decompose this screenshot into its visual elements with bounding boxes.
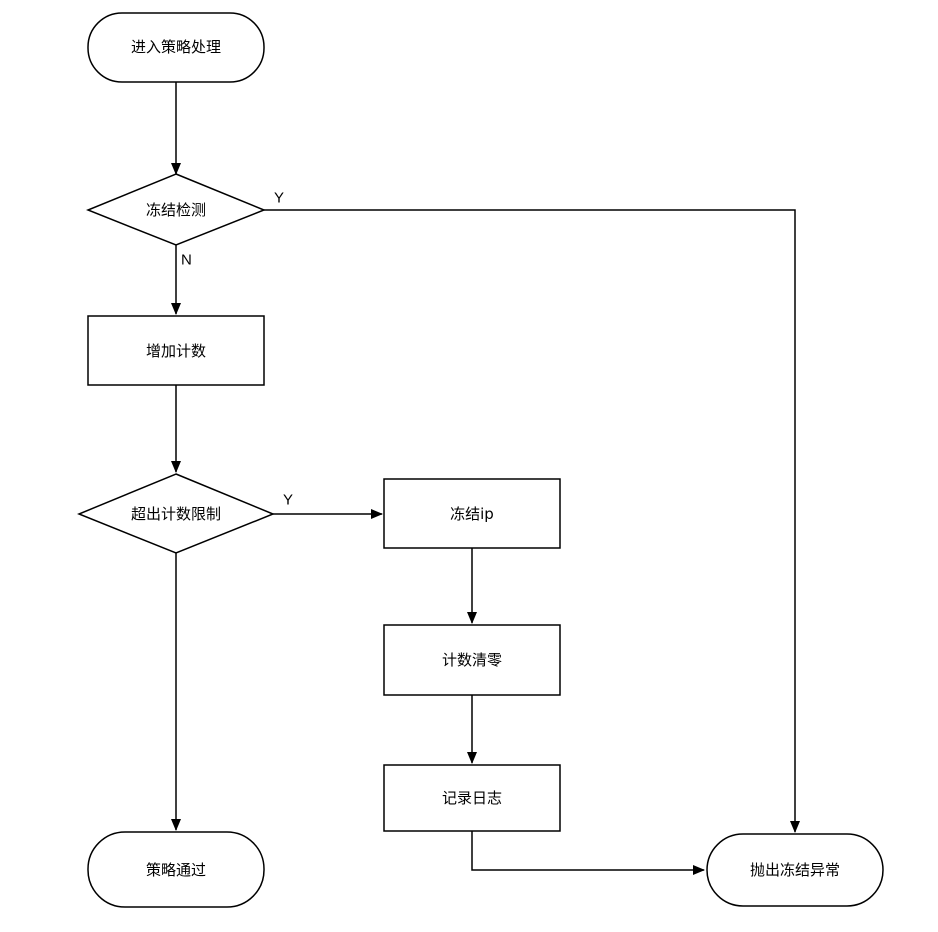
limit-check-label: 超出计数限制 bbox=[131, 505, 221, 523]
node-increment: 增加计数 bbox=[87, 315, 265, 386]
pass-label: 策略通过 bbox=[146, 861, 206, 879]
freeze-ip-label: 冻结ip bbox=[450, 505, 494, 523]
write-log-label: 记录日志 bbox=[442, 789, 502, 807]
node-write-log: 记录日志 bbox=[383, 764, 561, 832]
node-pass: 策略通过 bbox=[87, 831, 265, 908]
reset-count-process-shape bbox=[383, 624, 561, 696]
reset-count-label: 计数清零 bbox=[442, 651, 502, 669]
node-freeze-check: 冻结检测 bbox=[85, 173, 267, 246]
pass-terminal-shape bbox=[87, 831, 265, 908]
limit-check-decision-shape bbox=[77, 473, 275, 554]
throw-terminal-shape bbox=[706, 833, 884, 907]
node-start: 进入策略处理 bbox=[87, 12, 265, 83]
freeze-check-label: 冻结检测 bbox=[146, 201, 206, 219]
edges bbox=[171, 82, 800, 875]
freeze-ip-process-shape bbox=[383, 478, 561, 549]
node-throw: 抛出冻结异常 bbox=[706, 833, 884, 907]
edge-label-limit-yes: Y bbox=[283, 492, 293, 509]
edge-freeze-check-to-throw bbox=[264, 209, 800, 833]
increment-label: 增加计数 bbox=[146, 342, 206, 360]
edge-write-log-to-throw bbox=[471, 831, 705, 875]
freeze-check-decision-shape bbox=[85, 173, 267, 246]
throw-label: 抛出冻结异常 bbox=[750, 861, 840, 879]
node-limit-check: 超出计数限制 bbox=[77, 473, 275, 554]
node-reset-count: 计数清零 bbox=[383, 624, 561, 696]
write-log-process-shape bbox=[383, 764, 561, 832]
edge-label-freeze-no: N bbox=[181, 252, 192, 269]
edge-label-freeze-yes: Y bbox=[274, 190, 284, 207]
start-label: 进入策略处理 bbox=[131, 38, 221, 56]
node-freeze-ip: 冻结ip bbox=[383, 478, 561, 549]
increment-process-shape bbox=[87, 315, 265, 386]
start-terminal-shape bbox=[87, 12, 265, 83]
